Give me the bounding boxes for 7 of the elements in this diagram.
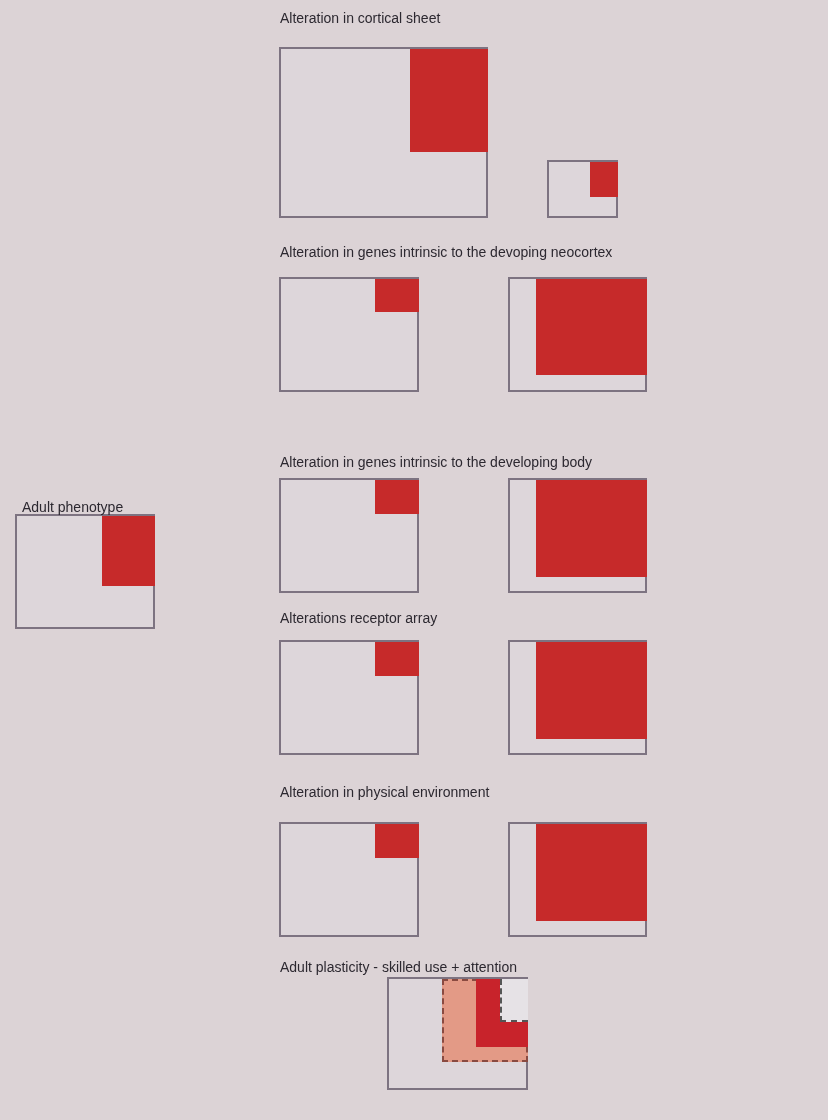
section-heading: Alteration in cortical sheet: [280, 9, 441, 28]
section-heading: Alterations receptor array: [280, 609, 438, 628]
section-heading: Adult phenotype: [22, 498, 124, 517]
section-heading: Adult plasticity - skilled use + attention: [280, 958, 517, 977]
section-heading: Alteration in physical environment: [280, 783, 490, 802]
section-heading: Alteration in genes intrinsic to the developing body: [280, 453, 593, 472]
section-heading: Alteration in genes intrinsic to the devoping neocortex: [280, 243, 613, 262]
